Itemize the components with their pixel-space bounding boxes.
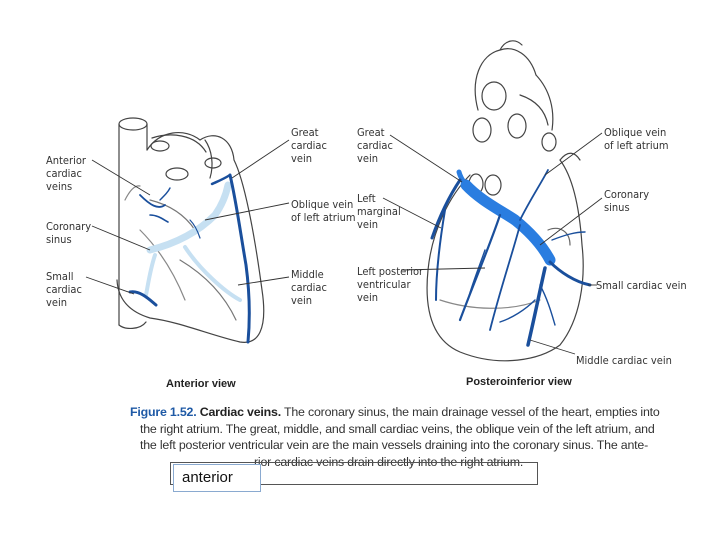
posterior-small-cardiac-vein bbox=[548, 260, 592, 287]
label-oblique-vein-left: Oblique vein of left atrium bbox=[291, 198, 356, 224]
label-small-cardiac-vein-right: Small cardiac vein bbox=[596, 279, 687, 292]
label-coronary-sinus-left: Coronary sinus bbox=[46, 220, 92, 246]
anterior-great-cardiac-vein bbox=[228, 173, 251, 344]
anterior-overlay-box[interactable]: anterior bbox=[173, 464, 261, 492]
posterior-left-posterior-ventricular-vein bbox=[458, 213, 502, 322]
posterior-coronary-sinus bbox=[460, 179, 556, 266]
label-great-cardiac-vein-left: Great cardiac vein bbox=[291, 126, 327, 165]
label-oblique-vein-right: Oblique vein of left atrium bbox=[604, 126, 669, 152]
label-anterior-cardiac-veins: Anterior cardiac veins bbox=[46, 154, 86, 193]
figure-number: Figure 1.52. bbox=[130, 405, 197, 419]
posteroinferior-view-title: Posteroinferior view bbox=[466, 376, 572, 388]
label-left-marginal-vein: Left marginal vein bbox=[357, 192, 401, 231]
anterior-veins bbox=[128, 173, 251, 344]
posterior-oblique-vein bbox=[519, 169, 549, 221]
label-middle-cardiac-vein-left: Middle cardiac vein bbox=[291, 268, 327, 307]
label-left-posterior-ventricular-vein: Left posterior ventricular vein bbox=[357, 265, 424, 304]
anterior-small-cardiac-vein bbox=[128, 290, 158, 307]
label-great-cardiac-vein-right: Great cardiac vein bbox=[357, 126, 393, 165]
label-small-cardiac-vein-left: Small cardiac vein bbox=[46, 270, 82, 309]
label-middle-cardiac-vein-right: Middle cardiac vein bbox=[576, 354, 672, 367]
caption-line-2: the right atrium. The great, middle, and… bbox=[140, 421, 655, 436]
anterior-cardiac-veins bbox=[139, 194, 166, 208]
posterior-great-cardiac-vein bbox=[430, 178, 462, 240]
caption-highlight-box bbox=[170, 462, 538, 485]
figure-caption: Figure 1.52. Cardiac veins. The coronary… bbox=[130, 404, 660, 470]
posterior-left-marginal-vein bbox=[435, 209, 446, 301]
posterior-middle-cardiac-vein bbox=[526, 266, 547, 347]
label-coronary-sinus-right: Coronary sinus bbox=[604, 188, 650, 214]
anterior-coronary-sinus-shadow bbox=[146, 181, 232, 254]
caption-line-4: rior cardiac veins drain directly into t… bbox=[254, 454, 524, 469]
anterior-heart-outline bbox=[116, 117, 265, 343]
posterior-veins bbox=[430, 169, 592, 347]
caption-line-3: the left posterior ventricular vein are … bbox=[140, 438, 649, 452]
caption-line-1: The coronary sinus, the main drainage ve… bbox=[283, 405, 660, 419]
posteroinferior-heart-outline bbox=[426, 40, 584, 362]
leader-lines bbox=[85, 132, 603, 355]
figure-title: Cardiac veins. bbox=[199, 405, 281, 419]
anterior-view-title: Anterior view bbox=[166, 378, 236, 390]
